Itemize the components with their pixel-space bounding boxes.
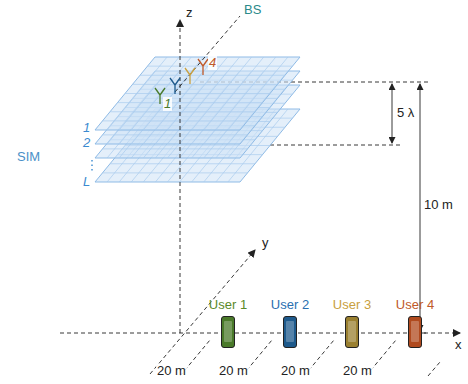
layer-number: 1	[82, 121, 91, 135]
grid-line	[119, 57, 179, 130]
phone-icon	[283, 316, 297, 348]
ground-lines	[60, 250, 460, 376]
z-axis	[175, 16, 240, 333]
user-label: User 4	[396, 298, 434, 312]
user-label: User 3	[333, 298, 371, 312]
user-device: User 4	[396, 298, 434, 348]
axis-label: x	[454, 338, 463, 352]
dimension-label: 20 m	[280, 364, 311, 378]
layer-dots	[91, 160, 92, 172]
grid-line	[204, 57, 264, 130]
grid-line	[107, 57, 167, 130]
grid-line	[168, 57, 228, 130]
user-device: User 3	[333, 298, 371, 348]
grid-line	[180, 57, 240, 130]
sim-label: SIM	[16, 150, 41, 164]
user-device: User 2	[271, 298, 309, 348]
layer-number: L	[82, 175, 91, 189]
grid-line	[216, 57, 276, 130]
layer-number: 2	[82, 136, 91, 150]
metasurface-layer	[95, 57, 300, 130]
antenna-number: 1	[163, 97, 172, 111]
axis-label: z	[185, 6, 194, 20]
bs-label: BS	[243, 3, 262, 17]
grid-line	[131, 57, 191, 130]
dimension-label: 20 m	[342, 364, 373, 378]
phone-screen	[224, 321, 232, 342]
phone-icon	[345, 316, 359, 348]
phone-screen	[286, 321, 294, 342]
user-label: User 1	[209, 298, 247, 312]
user-label: User 2	[271, 298, 309, 312]
user-device: User 1	[209, 298, 247, 348]
phone-screen	[348, 321, 356, 342]
phone-screen	[411, 321, 419, 342]
grid-line	[155, 57, 215, 130]
grid-line	[228, 57, 288, 130]
dimension-label: 5 λ	[396, 106, 415, 120]
sim-layers	[95, 57, 300, 182]
grid-line	[192, 57, 252, 130]
dimension-label: 20 m	[156, 364, 187, 378]
grid-line	[143, 57, 203, 130]
axis-label: y	[261, 236, 270, 250]
dimension-label: 20 m	[218, 364, 249, 378]
antenna-number: 4	[208, 56, 217, 70]
dimension-label: 10 m	[423, 198, 454, 212]
phone-icon	[221, 316, 235, 348]
phone-icon	[408, 316, 422, 348]
